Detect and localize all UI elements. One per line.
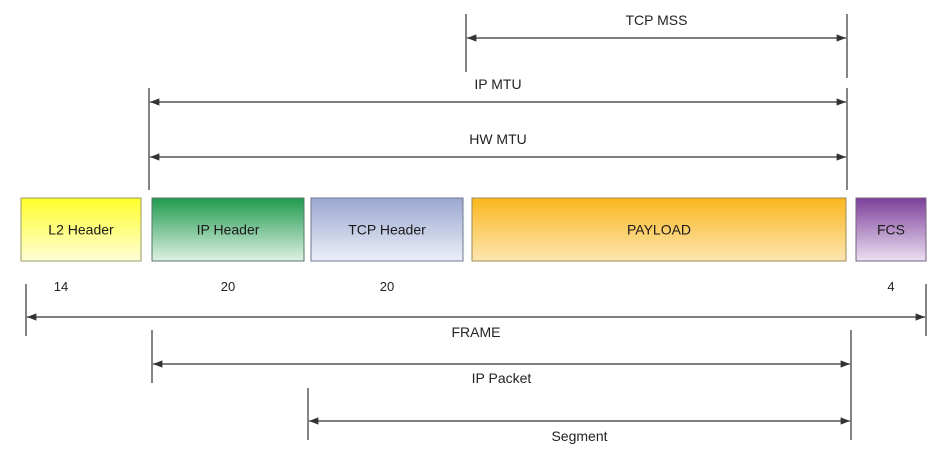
segment-payload: PAYLOAD <box>471 197 847 262</box>
segment-l2-header-label: L2 Header <box>48 222 114 238</box>
frame-segments: L2 Header 14 IP Header 20 TCP Header 20 PAYLOA… <box>20 197 927 294</box>
segment-tcp-header-label: TCP Header <box>348 222 426 238</box>
segment-l2-header-size: 14 <box>54 279 68 294</box>
segment-ip-header-box <box>151 197 305 262</box>
segment-ip-header-label: IP Header <box>197 222 260 238</box>
segment-span: Segment <box>307 388 850 444</box>
segment-fcs-size: 4 <box>887 279 894 294</box>
segment-l2-header-box <box>20 197 142 262</box>
segment-tcp-header: TCP Header 20 <box>310 197 464 294</box>
hw-mtu-span: HW MTU <box>150 131 846 161</box>
tcp-mss-span: TCP MSS <box>465 12 848 78</box>
segment-ip-header: IP Header 20 <box>151 197 305 294</box>
hw-mtu-label: HW MTU <box>469 131 527 147</box>
segment-payload-box <box>471 197 847 262</box>
tcp-mss-label: TCP MSS <box>626 12 688 28</box>
ip-mtu-span: IP MTU <box>148 76 846 190</box>
segment-label: Segment <box>551 428 607 444</box>
segment-tcp-header-size: 20 <box>380 279 394 294</box>
segment-ip-header-size: 20 <box>221 279 235 294</box>
frame-label: FRAME <box>452 324 501 340</box>
segment-payload-label: PAYLOAD <box>627 222 691 238</box>
frame-span: FRAME <box>25 284 927 340</box>
segment-fcs: FCS 4 <box>855 197 927 294</box>
ip-packet-label: IP Packet <box>472 370 532 386</box>
segment-fcs-box <box>855 197 927 262</box>
segment-fcs-label: FCS <box>877 222 905 238</box>
ip-mtu-label: IP MTU <box>474 76 521 92</box>
segment-l2-header: L2 Header 14 <box>20 197 142 294</box>
ip-packet-span: IP Packet <box>151 330 852 440</box>
segment-tcp-header-box <box>310 197 464 262</box>
top-span-arrows: TCP MSS IP MTU HW MTU <box>148 12 848 190</box>
